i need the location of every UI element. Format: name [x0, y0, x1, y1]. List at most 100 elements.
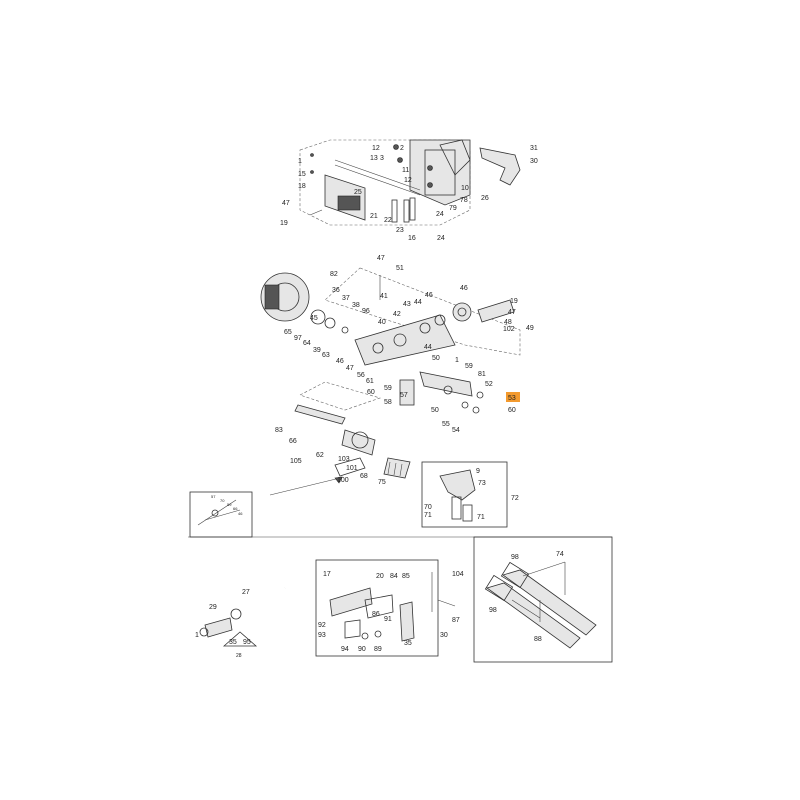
handlebar-assembly: [199, 587, 287, 647]
label-41: 41: [380, 293, 388, 300]
label-60b: 60: [508, 407, 516, 414]
label-51: 51: [396, 265, 404, 272]
label-71b: 71: [477, 514, 485, 521]
label-17: 17: [323, 571, 331, 578]
control-box: [315, 559, 439, 657]
label-29: 29: [209, 604, 217, 611]
label-11: 11: [402, 167, 409, 174]
tube-pair: [484, 561, 597, 649]
label-9: 9: [476, 468, 480, 475]
label-71: 71: [424, 512, 432, 519]
inset-label-70: 70: [220, 498, 225, 503]
label-50: 50: [432, 355, 440, 362]
label-53-highlighted: 53: [508, 395, 516, 402]
label-19: 19: [280, 220, 288, 227]
label-72: 72: [511, 495, 519, 502]
label-43: 43: [403, 301, 411, 308]
label-44b: 44: [424, 344, 432, 351]
label-101: 101: [346, 465, 358, 472]
label-18: 18: [298, 183, 306, 190]
label-91: 91: [384, 616, 392, 623]
label-12b: 12: [404, 177, 412, 184]
label-52: 52: [485, 381, 493, 388]
label-63: 63: [322, 352, 330, 359]
label-103: 103: [338, 456, 350, 463]
label-102: 102: [503, 326, 515, 333]
highlight-marker: [506, 392, 520, 402]
label-1b: 1: [455, 357, 459, 364]
plate-slot: [337, 195, 361, 211]
label-37: 37: [342, 295, 350, 302]
label-27: 27: [242, 589, 250, 596]
tube-box: [473, 536, 613, 663]
inset-label-57: 57: [211, 494, 216, 499]
tube-lower: [486, 582, 581, 649]
label-24: 24: [436, 211, 444, 218]
inset-label-46: 46: [238, 511, 243, 516]
label-70: 70: [424, 504, 432, 511]
label-88: 88: [534, 636, 542, 643]
label-44: 44: [414, 299, 422, 306]
drive-gear: [452, 302, 472, 322]
label-104: 104: [452, 571, 464, 578]
trigger-lever: [479, 147, 521, 186]
label-39: 39: [313, 347, 321, 354]
detail-inset-left: [189, 491, 253, 538]
label-35: 35: [229, 639, 237, 646]
tube-shaft: [294, 404, 346, 425]
gear-housing: [354, 314, 456, 366]
label-25: 25: [354, 189, 362, 196]
label-61: 61: [366, 378, 374, 385]
label-30: 30: [530, 158, 538, 165]
label-66: 66: [289, 438, 297, 445]
label-83: 83: [275, 427, 283, 434]
top-frame-assembly: [299, 139, 521, 226]
engine-shaft-assembly: [260, 267, 521, 414]
label-95: 95: [243, 639, 251, 646]
lower-shaft-assembly: [269, 381, 411, 496]
label-93: 93: [318, 632, 326, 639]
label-85: 85: [402, 573, 410, 580]
label-46b: 46: [460, 285, 468, 292]
label-47b: 47: [377, 255, 385, 262]
label-96: 96: [362, 308, 370, 315]
label-86: 86: [372, 611, 380, 618]
label-26: 26: [481, 195, 489, 202]
label-98: 98: [511, 554, 519, 561]
label-36: 36: [332, 287, 340, 294]
label-97: 97: [294, 335, 302, 342]
label-94: 94: [341, 646, 349, 653]
label-64: 64: [303, 340, 311, 347]
label-57: 57: [400, 392, 408, 399]
label-84: 84: [390, 573, 398, 580]
label-100: 100: [337, 477, 349, 484]
label-20: 20: [376, 573, 384, 580]
label-90: 90: [358, 646, 366, 653]
label-10: 10: [461, 185, 469, 192]
label-79: 79: [449, 205, 457, 212]
inset-label-66: 66: [233, 506, 238, 511]
label-1: 1: [298, 158, 302, 165]
tube-upper: [502, 569, 597, 636]
label-15: 15: [298, 171, 306, 178]
label-35b: 35: [404, 640, 412, 647]
label-22: 22: [384, 217, 392, 224]
label-98b: 98: [489, 607, 497, 614]
label-46: 46: [425, 292, 433, 299]
label-82: 82: [330, 271, 338, 278]
label-24b: 24: [437, 235, 445, 242]
label-68: 68: [360, 473, 368, 480]
label-59: 59: [465, 363, 473, 370]
detail-inset-right: [421, 461, 508, 528]
label-16: 16: [408, 235, 416, 242]
label-46c: 46: [336, 358, 344, 365]
label-58: 58: [384, 399, 392, 406]
label-47d: 47: [346, 365, 354, 372]
label-87: 87: [452, 617, 460, 624]
label-23: 23: [396, 227, 404, 234]
handle-bracket: [439, 469, 476, 501]
label-45: 45: [310, 315, 318, 322]
label-40: 40: [378, 319, 386, 326]
label-74: 74: [556, 551, 564, 558]
